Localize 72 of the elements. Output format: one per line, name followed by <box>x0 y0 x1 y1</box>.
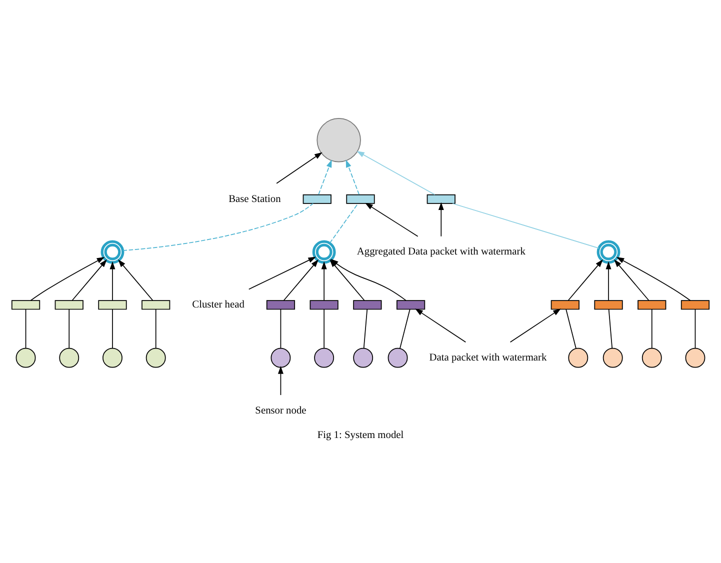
node-text: Cluster head <box>192 300 244 311</box>
arrow <box>321 261 327 301</box>
node-bar <box>550 300 580 310</box>
connector <box>324 308 325 349</box>
arrow <box>510 308 561 343</box>
node-bar <box>353 300 382 310</box>
node-circle <box>312 240 336 264</box>
arrow <box>278 366 284 396</box>
node-circle <box>146 348 166 368</box>
node-bar <box>310 300 338 310</box>
arrow <box>614 259 650 301</box>
node-circle <box>314 348 334 368</box>
node-bar <box>302 194 332 204</box>
node-bar <box>346 194 375 204</box>
node-bar <box>426 194 456 204</box>
arrow <box>276 152 322 184</box>
node-bar <box>638 300 666 310</box>
connector <box>68 308 70 349</box>
node-bar <box>396 300 426 310</box>
node-circle <box>100 240 124 264</box>
arrow <box>365 202 418 237</box>
arrow <box>318 160 332 195</box>
node-circle <box>568 348 588 368</box>
arrow <box>30 256 105 301</box>
node-text: Data packet with watermark <box>429 352 547 364</box>
node-circle <box>59 348 80 368</box>
connector <box>329 203 358 244</box>
node-text: Base Station <box>228 194 281 205</box>
connector <box>122 203 314 251</box>
node-text: Aggregated Data packet with watermark <box>356 246 526 258</box>
connector <box>566 308 576 349</box>
node-bar <box>594 300 623 310</box>
arrow <box>248 256 316 290</box>
connector <box>363 308 368 349</box>
node-circle <box>316 118 361 162</box>
arrow <box>110 261 116 301</box>
node-bar <box>98 300 127 310</box>
node-circle <box>353 348 374 368</box>
arrow <box>283 259 319 301</box>
node-bar <box>11 300 40 310</box>
connector <box>280 308 282 349</box>
connector <box>694 308 696 349</box>
connector <box>25 308 26 349</box>
caption: Fig 1: System model <box>317 430 404 442</box>
node-text: Sensor node <box>255 405 306 416</box>
node-bar <box>266 300 296 310</box>
arrow <box>568 259 603 301</box>
arrow <box>616 256 691 301</box>
node-circle <box>102 348 122 368</box>
node-circle <box>685 348 706 368</box>
connector <box>400 308 410 349</box>
arrow <box>438 202 444 237</box>
arrow <box>356 150 436 196</box>
connector <box>651 308 652 349</box>
connector <box>452 203 600 249</box>
node-circle <box>642 348 662 368</box>
node-circle <box>602 348 623 368</box>
node-circle <box>16 348 36 368</box>
connector <box>155 308 156 349</box>
node-bar <box>142 300 170 310</box>
connector <box>608 308 613 349</box>
connector <box>112 308 113 349</box>
node-circle <box>270 348 291 368</box>
arrow <box>346 160 360 195</box>
arrow <box>415 308 466 343</box>
node-circle <box>388 348 408 368</box>
node-bar <box>54 300 84 310</box>
node-circle <box>596 240 620 264</box>
arrow <box>72 259 107 301</box>
node-bar <box>680 300 710 310</box>
arrow <box>118 259 154 301</box>
arrow <box>606 261 612 301</box>
